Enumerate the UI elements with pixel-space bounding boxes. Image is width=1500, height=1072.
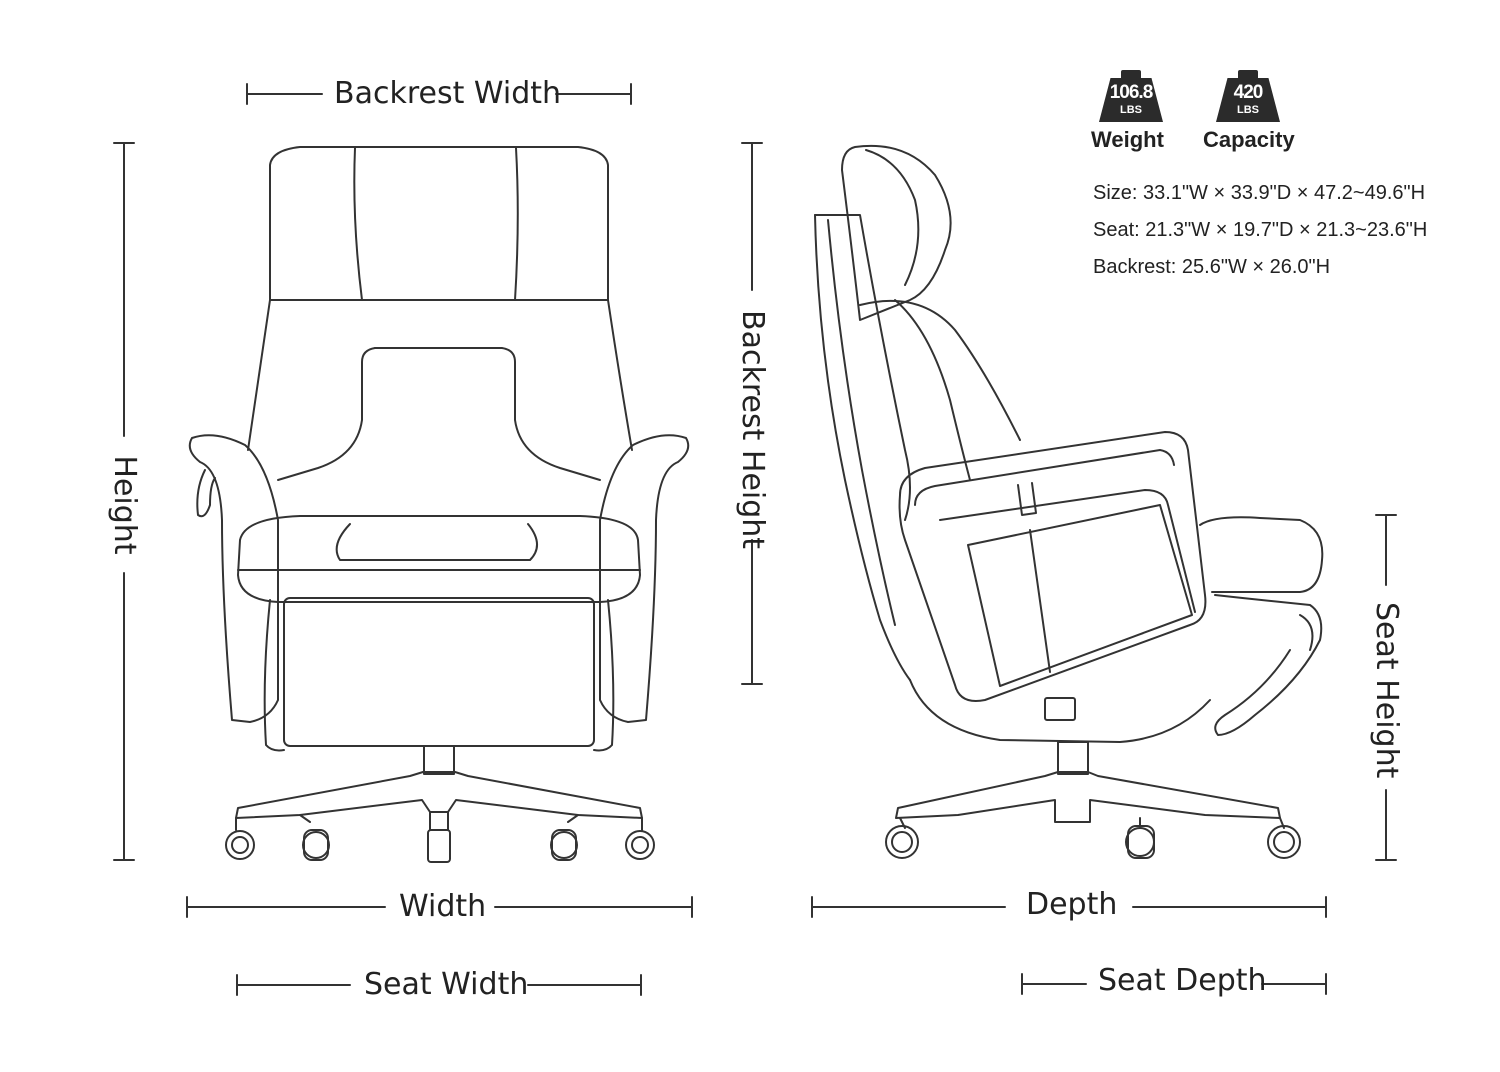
spec-backrest: Backrest: 25.6"W × 26.0"H xyxy=(1093,256,1331,278)
chair-side-view xyxy=(814,144,1324,859)
dim-depth xyxy=(811,896,1327,918)
label-width: Width xyxy=(399,889,487,924)
capacity-value: 420 xyxy=(1233,82,1264,103)
dim-backrest-width xyxy=(246,83,632,105)
weight-caption: Weight xyxy=(1091,127,1164,152)
label-backrest-height: Backrest Height xyxy=(735,310,770,550)
dim-seat-height xyxy=(1375,514,1397,861)
capacity-badge-icon: 420 LBS xyxy=(1216,70,1280,122)
chair-front-view xyxy=(188,146,690,863)
spec-seat: Seat: 21.3"W × 19.7"D × 21.3~23.6"H xyxy=(1093,219,1428,241)
capacity-unit: LBS xyxy=(1237,104,1259,116)
dim-seat-depth xyxy=(1021,973,1327,995)
weight-value: 106.8 xyxy=(1109,82,1154,103)
label-height: Height xyxy=(107,455,142,555)
capacity-caption: Capacity xyxy=(1203,127,1295,152)
label-backrest-width: Backrest Width xyxy=(334,76,562,111)
weight-badge-icon: 106.8 LBS xyxy=(1099,70,1163,122)
dim-seat-width xyxy=(236,974,642,996)
label-seat-height: Seat Height xyxy=(1369,602,1404,779)
dim-width xyxy=(186,896,693,918)
dim-backrest-height xyxy=(741,142,763,685)
label-depth: Depth xyxy=(1026,887,1118,922)
weight-unit: LBS xyxy=(1120,104,1142,116)
dim-height xyxy=(113,142,135,861)
label-seat-width: Seat Width xyxy=(364,967,529,1002)
spec-size: Size: 33.1"W × 33.9"D × 47.2~49.6"H xyxy=(1093,182,1426,204)
label-seat-depth: Seat Depth xyxy=(1098,963,1267,998)
